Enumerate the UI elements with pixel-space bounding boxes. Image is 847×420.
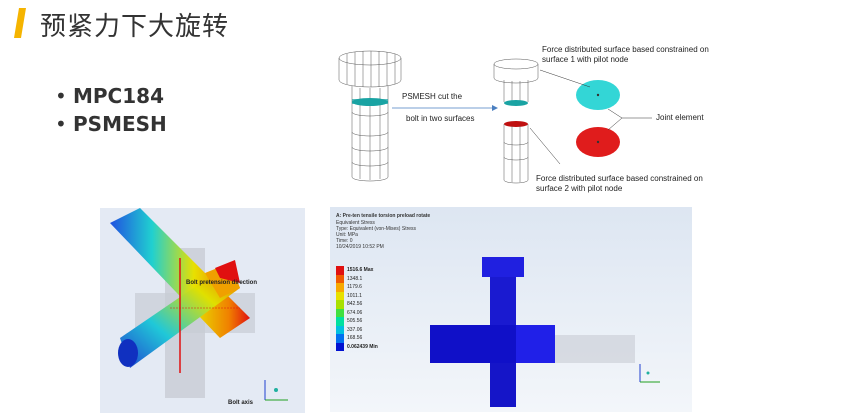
surface2-label-2: surface 2 with pilot node (536, 184, 623, 193)
rotated-joint-render (110, 208, 288, 401)
legend-label: 674.06 (347, 309, 363, 316)
legend-label: 1011.1 (347, 292, 362, 299)
result-unit: Unit: MPa (336, 232, 358, 238)
legend-swatch (336, 325, 344, 334)
psmesh-label-2: bolt in two surfaces (406, 114, 475, 123)
stress-result-panel (330, 207, 692, 412)
legend-swatch (336, 266, 344, 275)
legend-swatch (336, 342, 344, 351)
legend-swatch (336, 317, 344, 326)
legend-label: 505.56 (347, 318, 363, 324)
legend-label: 1179.6 (347, 284, 362, 290)
result-date: 10/24/2019 10:52 PM (336, 244, 384, 250)
legend-swatch (336, 283, 344, 292)
result-type: Equivalent Stress (336, 220, 375, 226)
bullet-item: •PSMESH (55, 112, 167, 136)
bullet-list: •MPC184 •PSMESH (55, 84, 167, 140)
surface1-label-2: surface 1 with pilot node (542, 55, 629, 64)
preload-direction-label: Bolt pretension direction (186, 280, 258, 286)
legend-label: 1516.6 Max (347, 267, 374, 273)
legend-label: 168.56 (347, 335, 363, 341)
bullet-item: •MPC184 (55, 84, 164, 108)
legend-swatch (336, 300, 344, 309)
psmesh-diagram: PSMESH cut the bolt in two surfaces Forc… (330, 42, 750, 193)
legend-swatch (336, 308, 344, 317)
stress-render (430, 257, 660, 407)
surface2-label-1: Force distributed surface based constrai… (536, 174, 703, 183)
legend-swatch (336, 291, 344, 300)
psmesh-label-1: PSMESH cut the (402, 92, 463, 101)
legend-label: 842.56 (347, 301, 363, 307)
result-detail: Type: Equivalent (von-Mises) Stress (336, 226, 417, 232)
legend-swatch (336, 334, 344, 343)
surface1-label-1: Force distributed surface based constrai… (542, 45, 709, 54)
result-time: Time: 0 (336, 238, 353, 244)
bolt-axis-label: Bolt axis (228, 400, 254, 406)
legend-swatch (336, 274, 344, 283)
bolt-diagram-drawing (338, 50, 652, 184)
legend-label: 337.06 (347, 326, 363, 333)
bolt-rotation-panel: Bolt pretension direction Bolt axis (100, 208, 305, 413)
result-title: A: Pre-ten tensile torsion preload rotat… (336, 213, 431, 219)
slide-title: 预紧力下大旋转 (40, 12, 230, 42)
title-accent-bar-icon (14, 8, 26, 38)
legend-label: 1348.1 (347, 275, 363, 282)
joint-element-label: Joint element (656, 113, 704, 122)
legend-label: 0.062439 Min (347, 343, 378, 350)
